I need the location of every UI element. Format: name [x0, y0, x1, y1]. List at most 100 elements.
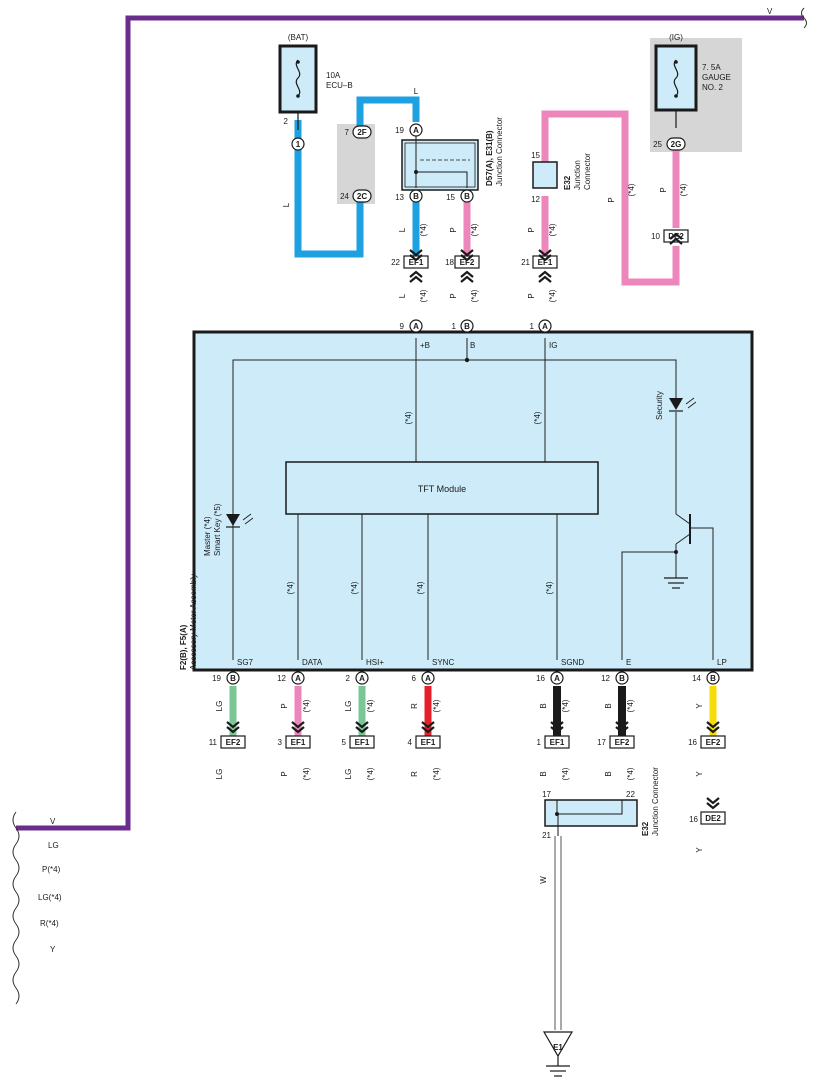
pin-25-num: 25 — [653, 140, 662, 149]
conn-bottom-num-6: 16 — [688, 738, 697, 747]
fuse-bat-rating: 10A — [326, 71, 341, 80]
pin-d57-b15: B — [460, 189, 474, 203]
wire-color-14: LG — [344, 769, 353, 780]
fuse-ig-rating: 7. 5A — [702, 63, 721, 72]
pin-bat-1-label: 1 — [296, 140, 301, 149]
wire-color-22: Y — [695, 771, 704, 777]
led-master-label: Master (*4) — [203, 516, 212, 556]
wire-color-2: L — [398, 293, 407, 298]
chevron-ef1-a-bot-icon — [409, 270, 423, 283]
conn-ef1-a-label: EF1 — [409, 258, 424, 267]
wire-color-11: P — [280, 703, 289, 708]
wire-color-6: P — [527, 293, 536, 298]
meter-name: Accessory Meter Assembly — [189, 574, 198, 670]
wire-color-13: LG — [344, 701, 353, 712]
conn-bottom-3: EF1 — [415, 735, 441, 749]
wire-note-0: (*4) — [419, 223, 428, 236]
wire-color-0: L — [282, 202, 291, 207]
pin-meter-bottom-6: B — [706, 671, 720, 685]
pin-d57-a: A — [409, 123, 423, 137]
wire-color-4: P — [449, 293, 458, 298]
harness-v: V — [50, 817, 56, 826]
wire-color-10: LG — [215, 769, 224, 780]
conn-ef1-b-label: EF1 — [538, 258, 553, 267]
meter-note-2: (*4) — [286, 581, 295, 594]
fuse-bat-name: ECU–B — [326, 81, 353, 90]
pin-meter-bottom-5-label: B — [619, 674, 625, 683]
chevron-bottom-4-icon — [550, 721, 564, 734]
jc-e32-top-name2: Connector — [583, 153, 592, 190]
pin-bottom-num-4: 16 — [536, 674, 545, 683]
pin-bottom-num-2: 2 — [346, 674, 351, 683]
pin-meter-bottom-4: A — [550, 671, 564, 685]
jc-e32-top-name: Junction — [573, 160, 582, 190]
led-security-label: Security — [655, 391, 664, 420]
pin-m1b-num: 1 — [452, 322, 457, 331]
wire-color-7: P — [607, 197, 616, 202]
conn-bottom-3-label: EF1 — [421, 738, 436, 747]
wire-note-11: (*4) — [366, 767, 375, 780]
pin-m1a-num: 1 — [530, 322, 535, 331]
pin-ef1-22-num: 22 — [391, 258, 400, 267]
conn-ef1-a: EF1 — [403, 255, 429, 269]
pin-2f-label: 2F — [357, 128, 366, 137]
pin-d57-b13: B — [409, 189, 423, 203]
pin-meter-bottom-2: A — [355, 671, 369, 685]
pin-meter-bottom-3: A — [421, 671, 435, 685]
meter-note-5: (*4) — [545, 581, 554, 594]
jc-d57-name: Junction Connector — [495, 117, 504, 186]
pin-meter-a9-label: A — [413, 322, 419, 331]
wire-color-23: Y — [695, 847, 704, 853]
conn-bottom-1: EF1 — [285, 735, 311, 749]
meter-note-0: (*4) — [404, 411, 413, 424]
harness-lg: LG — [48, 841, 59, 850]
harness-lg4: LG(*4) — [38, 893, 62, 902]
chevron-bottom-3-icon — [421, 721, 435, 734]
wire-note-5: (*4) — [548, 289, 557, 302]
jc-e32-bottom-code: E32 — [641, 821, 650, 836]
wire-l-top — [356, 96, 420, 134]
pin-meter-bottom-4-label: A — [554, 674, 560, 683]
pin-bottom-num-3: 6 — [412, 674, 417, 683]
conn-ef2-a: EF2 — [454, 255, 480, 269]
meter-code: F2(B), F5(A) — [179, 624, 188, 670]
wire-color-15: R — [410, 703, 419, 709]
chevron-bottom-6-icon — [706, 721, 720, 734]
pin-d57-b13-label: B — [413, 192, 419, 201]
wire-note-3: (*4) — [470, 289, 479, 302]
pin-2c-label: 2C — [357, 192, 367, 201]
led-smartkey-label: Smart Key (*5) — [213, 503, 222, 556]
chevron-ef1-a-top-icon — [409, 249, 423, 262]
pin-bat-1: 1 — [291, 137, 305, 151]
wire-color-8: P — [659, 187, 668, 192]
wire-note-16: (*4) — [626, 699, 635, 712]
term-hsi: HSI+ — [366, 658, 384, 667]
pin-meter-bottom-6-label: B — [710, 674, 716, 683]
wire-color-3: P — [449, 227, 458, 232]
fuse-ecu-b — [278, 44, 318, 130]
harness-v-top: V — [767, 7, 773, 16]
fuse-ig-name2: NO. 2 — [702, 83, 723, 92]
junction-connector-d57 — [401, 134, 479, 191]
wire-color-9: LG — [215, 701, 224, 712]
wire-color-12: P — [280, 771, 289, 776]
pin-bottom-num-6: 14 — [692, 674, 701, 683]
wire-note-4: (*4) — [548, 223, 557, 236]
conn-bottom-4: EF1 — [544, 735, 570, 749]
wire-l-loop — [294, 120, 364, 258]
pin-bat-2-num: 2 — [284, 117, 289, 126]
fuse-ig-source: (IG) — [669, 33, 683, 42]
term-b: B — [470, 341, 475, 350]
pin-de2-10-num: 10 — [651, 232, 660, 241]
harness-r4: R(*4) — [40, 919, 59, 928]
wire-color-5: P — [527, 227, 536, 232]
pin-meter-bottom-0-label: B — [230, 674, 236, 683]
wire-note-15: (*4) — [561, 767, 570, 780]
wire-note-17: (*4) — [626, 767, 635, 780]
wire-note-10: (*4) — [366, 699, 375, 712]
chevron-ef2-a-bot-icon — [460, 270, 474, 283]
jc-d57-code: D57(A), E31(B) — [485, 130, 494, 186]
term-plus-b: +B — [420, 341, 430, 350]
wire-color-18: B — [539, 771, 548, 776]
chevron-bottom-0-icon — [226, 721, 240, 734]
